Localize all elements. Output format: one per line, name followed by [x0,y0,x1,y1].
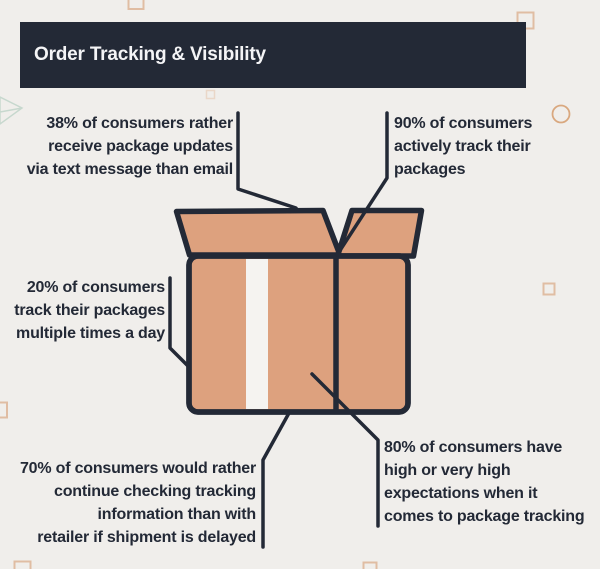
square-outline-icon [0,401,8,419]
square-outline-icon [362,561,378,569]
callout-line-70 [261,411,291,549]
callout-lines [168,111,389,549]
callout-line-38 [236,111,298,210]
stat-line: 90% of consumers [394,115,533,132]
stat-90-text: 90% of consumers actively track their pa… [394,112,532,181]
box-body-outline [186,253,411,415]
stat-line: 80% of consumers have [384,439,563,456]
square-outline-icon [205,89,216,100]
title-bar: Order Tracking & Visibility [20,22,526,88]
stat-line: 70% of consumers would rather [19,460,256,477]
stat-line: multiple times a day [16,325,165,342]
box-left-flap [173,207,343,258]
triangle-outline-icon [0,96,24,125]
stat-70-text: 70% of consumers would rather continue c… [20,457,256,549]
circle-outline-icon [551,104,571,124]
stat-line: packages [394,161,466,178]
box-tape-stripe [246,259,268,409]
stat-line: track their packages [14,302,165,319]
stat-line: continue checking tracking [54,483,256,500]
box-body [186,253,411,415]
square-outline-icon [13,560,32,569]
cardboard-box [173,207,425,415]
stat-20-text: 20% of consumers track their packages mu… [14,276,165,345]
stat-line: receive package updates [48,138,233,155]
stat-line: actively track their [394,138,531,155]
stat-38-text: 38% of consumers rather receive package … [27,112,233,181]
stat-line: information than with [97,506,257,523]
square-outline-icon [127,0,145,10]
stat-line: 20% of consumers [26,279,165,296]
stat-80-text: 80% of consumers have high or very high … [384,436,585,528]
stat-line: via text message than email [26,161,233,178]
stat-line: 38% of consumers rather [46,115,233,132]
stat-line: comes to package tracking [384,508,585,525]
page-title: Order Tracking & Visibility [34,44,266,65]
callout-line-80 [310,372,380,528]
square-outline-icon [542,282,556,296]
callout-line-20 [168,276,190,368]
stat-line: expectations when it [384,485,538,502]
stat-line: retailer if shipment is delayed [37,529,256,546]
callout-line-90 [335,111,389,257]
stat-line: high or very high [384,462,511,479]
